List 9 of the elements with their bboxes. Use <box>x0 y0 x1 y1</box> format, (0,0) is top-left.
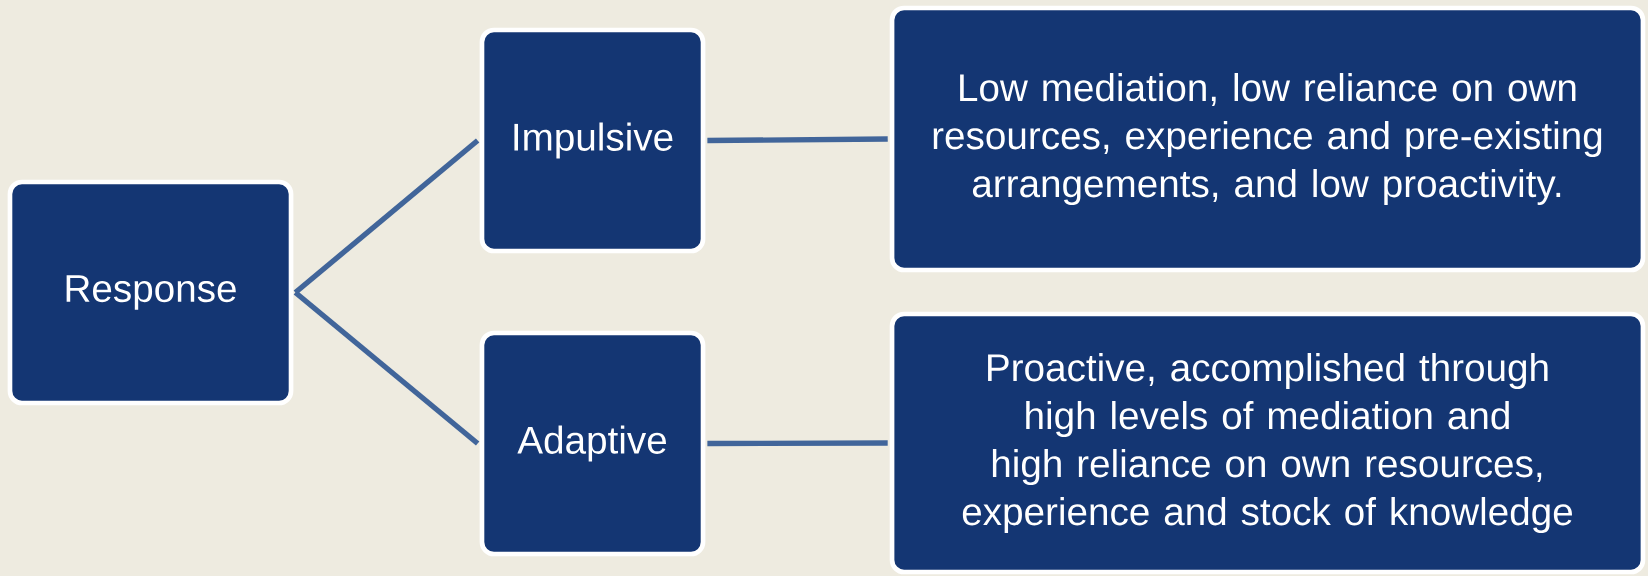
category-box: Response <box>7 179 294 406</box>
connector-line <box>293 138 480 295</box>
connector-line <box>707 136 888 144</box>
description-box: Low mediation, low reliance on own resources, experience and pre-existing arrangements, and low proactivity. <box>889 5 1646 273</box>
connector-line <box>707 440 888 447</box>
connector-line <box>293 290 480 446</box>
category-box: Adaptive <box>479 330 706 557</box>
description-box: Proactive, accomplished through high levels of mediation and high reliance on own resources, experience and stock of knowledge <box>889 311 1646 575</box>
category-box: Impulsive <box>479 27 706 254</box>
